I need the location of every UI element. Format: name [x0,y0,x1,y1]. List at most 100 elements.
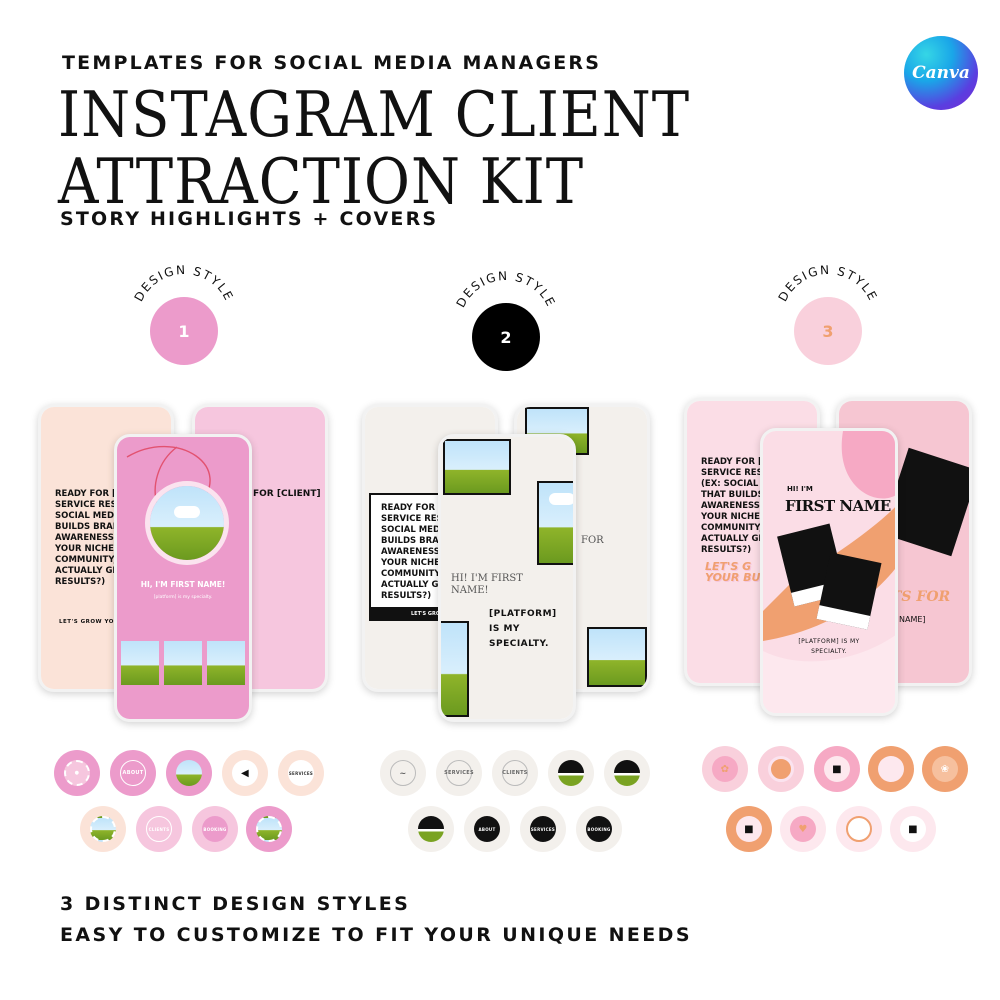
design-style-badge-3: DESIGN STYLE 3 [768,258,888,368]
photos-icon: ■ [736,816,762,842]
style2-highlight-8: SERVICES [520,806,566,852]
style3-back-right-sub: NAME] [899,615,926,624]
style1-highlight-2-label: ABOUT [120,760,146,786]
cloud-shape [549,493,573,505]
style1-highlight-2: ABOUT [110,750,156,796]
style1-highlight-7-label: CLIENTS [146,816,172,842]
badge-icon [768,756,794,782]
landscape-icon [90,816,116,842]
heart-hand-icon: ✿ [712,756,738,782]
style3-highlight-6: ■ [726,806,772,852]
eyebrow-text: TEMPLATES FOR SOCIAL MEDIA MANAGERS [62,52,602,74]
style2-highlight-8-label: SERVICES [530,816,556,842]
style1-front-name: HI, I'M FIRST NAME! [140,580,226,589]
landscape-icon [176,760,202,786]
style1-highlight-5: SERVICES [278,750,324,796]
design-style-label-1: DESIGN STYLE [132,263,235,304]
design-style-number-1: 1 [150,297,218,365]
style1-grid-image-3 [207,641,245,685]
design-style-badge-1: DESIGN STYLE 1 [124,258,244,368]
style3-back-right-text: TS FOR [891,589,951,605]
style2-front-name: HI! I'M FIRST NAME! [451,573,523,596]
style3-highlight-2 [758,746,804,792]
canva-logo: Canva [904,36,978,110]
style3-highlight-1: ✿ [702,746,748,792]
style3-back-left-text: READY FOR [D SERVICE RESU (EX: SOCIAL M … [701,457,770,555]
photos-icon: ■ [900,816,926,842]
landscape-icon [418,816,444,842]
style3-highlight-7: ♥ [780,806,826,852]
style2-highlight-3-label: CLIENTS [502,760,528,786]
style1-highlight-3 [166,750,212,796]
style2-front-tag: [PLATFORM] IS MY SPECIALTY. [489,609,557,649]
badge-icon [846,816,872,842]
style2-highlight-5 [604,750,650,796]
style2-highlight-3: CLIENTS [492,750,538,796]
style3-highlight-8 [836,806,882,852]
landscape-icon [558,760,584,786]
style1-front-tag: [platform] is my specialty. [153,595,213,600]
style2-front-image-3 [441,621,469,717]
style1-grid-image-2 [164,641,202,685]
style1-highlight-8-label: BOOKING [202,816,228,842]
style3-highlight-9: ■ [890,806,936,852]
script-icon: ~ [390,760,416,786]
style1-profile-frame [145,481,229,565]
style2-highlight-7: ABOUT [464,806,510,852]
style2-back-left-text: READY FOR [I SERVICE RESU SOCIAL MEDI BU… [381,503,450,601]
badge-icon [878,756,904,782]
style2-highlight-1: ~ [380,750,426,796]
style2-highlight-9-label: BOOKING [586,816,612,842]
user-icon: ● [64,760,90,786]
style3-front-tag: [PLATFORM] IS MY SPECIALTY. [798,638,860,655]
style1-highlight-1: ● [54,750,100,796]
style3-highlight-4 [868,746,914,792]
style1-back-right-text: FOR [CLIENT] [253,489,321,499]
style3-back-left-cta: LET'S G YOUR BUSI [705,560,773,584]
style2-front-image-1 [443,439,511,495]
style3-highlight-5: ❀ [922,746,968,792]
landscape-icon [614,760,640,786]
megaphone-icon: ◀ [232,760,258,786]
style2-highlight-6 [408,806,454,852]
style2-highlight-7-label: ABOUT [474,816,500,842]
style1-highlight-7: CLIENTS [136,806,182,852]
style1-highlight-5-label: SERVICES [288,760,314,786]
photos-icon: ■ [824,756,850,782]
style3-front-name: FIRST NAME [785,497,891,515]
style1-highlight-8: BOOKING [192,806,238,852]
feature-line-1: 3 DISTINCT DESIGN STYLES [60,893,411,915]
style2-highlight-4 [548,750,594,796]
style1-grid-image-1 [121,641,159,685]
style3-front-hi: HI! I'M [787,485,813,493]
style2-back-right-image-2 [587,627,647,687]
design-style-label-3: DESIGN STYLE [776,263,879,304]
feature-line-2: EASY TO CUSTOMIZE TO FIT YOUR UNIQUE NEE… [60,924,692,946]
style2-phone-front: HI! I'M FIRST NAME! [PLATFORM] IS MY SPE… [438,434,576,722]
style1-phone-front: HI, I'M FIRST NAME! [platform] is my spe… [114,434,252,722]
title-line-1: INSTAGRAM CLIENT [58,78,691,152]
canva-logo-text: Canva [912,63,970,83]
style2-highlight-2: SERVICES [436,750,482,796]
style1-landscape [150,486,224,560]
style1-highlight-9 [246,806,292,852]
subtitle-text: STORY HIGHLIGHTS + COVERS [60,208,439,230]
style2-back-right-text: FOR [581,535,604,546]
style1-back-left-cta: LET'S GROW YOUR [59,619,124,625]
design-style-number-2: 2 [472,303,540,371]
style1-highlight-6 [80,806,126,852]
style3-highlight-3: ■ [814,746,860,792]
style2-highlight-2-label: SERVICES [444,760,474,786]
title-line-2: ATTRACTION KIT [58,145,585,219]
style2-highlight-9: BOOKING [576,806,622,852]
gift-icon: ❀ [932,756,958,782]
landscape-icon [256,816,282,842]
heart-icon: ♥ [790,816,816,842]
style1-highlight-4: ◀ [222,750,268,796]
page-title: INSTAGRAM CLIENT ATTRACTION KIT [58,78,691,219]
design-style-label-2: DESIGN STYLE [454,269,557,310]
style1-back-left-text: READY FOR [D SERVICE RESU SOCIAL MEDIA B… [55,489,124,587]
cloud-shape [174,506,200,518]
design-style-badge-2: DESIGN STYLE 2 [446,264,566,374]
design-style-number-3: 3 [794,297,862,365]
